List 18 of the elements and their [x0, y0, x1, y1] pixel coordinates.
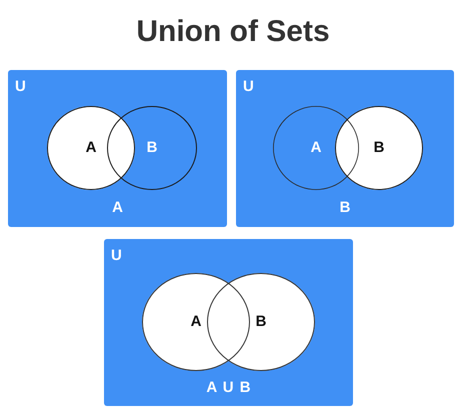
set-name-label: B — [374, 139, 384, 157]
universal-set-panel — [104, 239, 353, 406]
universal-set-panel — [236, 70, 454, 227]
set-name-label: B — [146, 139, 158, 157]
set-expression-label: B — [340, 199, 350, 217]
diagram-title: Union of Sets — [135, 14, 331, 50]
set-name-label: A — [190, 313, 202, 331]
universal-set-label: U — [111, 247, 122, 265]
set-circle — [273, 106, 359, 190]
universal-set-label: U — [15, 78, 26, 96]
set-name-label: A — [86, 139, 96, 157]
set-expression-label: A — [112, 199, 123, 217]
set-circle — [107, 106, 197, 190]
universal-set-panel — [8, 70, 227, 227]
universal-set-label: U — [243, 78, 254, 96]
set-name-label: B — [256, 313, 266, 331]
set-name-label: A — [310, 139, 322, 157]
set-expression-label: A U B — [206, 379, 251, 397]
